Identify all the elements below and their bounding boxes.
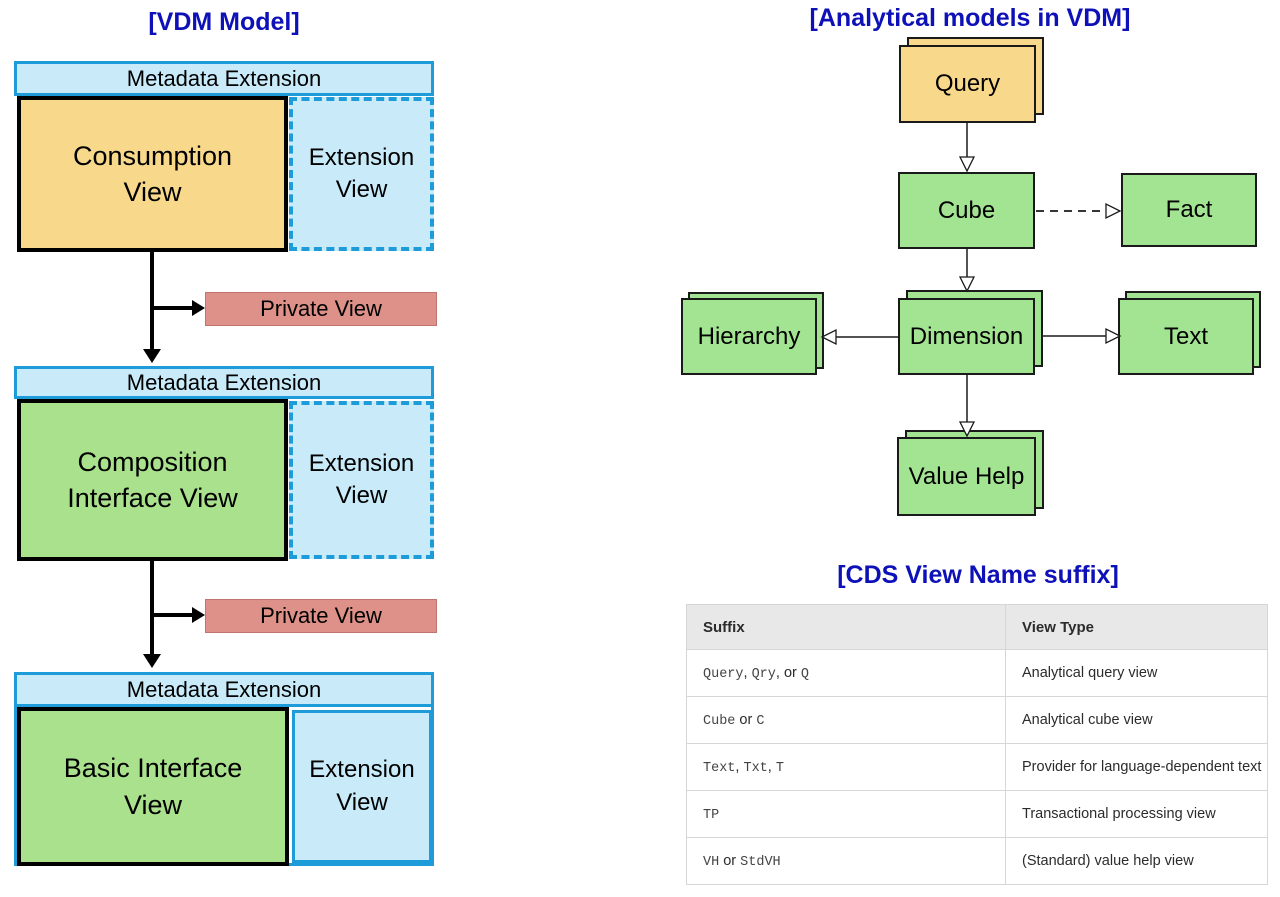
table-row: VH or StdVH(Standard) value help view: [686, 837, 1268, 885]
suffix-code-text: Q: [800, 666, 809, 682]
view-type-cell: (Standard) value help view: [1005, 837, 1268, 885]
basic-interface-view-box: Basic Interface View: [17, 707, 289, 866]
suffix-code-text: Cube: [703, 713, 736, 729]
metadata-extension-bar-2: Metadata Extension: [14, 366, 434, 399]
dimension-card: Dimension: [898, 298, 1035, 375]
connector-dimension-value-help: [958, 375, 976, 438]
cube-card: Cube: [898, 172, 1035, 249]
suffix-code-text: Txt: [743, 760, 768, 776]
connector-query-cube: [958, 123, 976, 173]
suffix-code-text: Query: [703, 666, 744, 682]
branch-line-1: [152, 306, 192, 310]
suffix-plain-text: ,: [743, 664, 752, 681]
metadata-extension-bar-3: Metadata Extension: [14, 672, 434, 707]
suffix-code-text: VH: [703, 854, 720, 870]
analytical-models-title: [Analytical models in VDM]: [809, 4, 1131, 32]
arrow-right-head-1: [192, 300, 205, 316]
extension-view-box-3: Extension View: [292, 710, 432, 863]
suffix-plain-text: ,: [767, 758, 776, 775]
suffix-plain-text: or: [735, 711, 757, 728]
arrow-right-head-2: [192, 607, 205, 623]
branch-line-2: [152, 613, 192, 617]
composition-interface-view-box: Composition Interface View: [17, 399, 288, 561]
text-card: Text: [1118, 298, 1254, 375]
hierarchy-card: Hierarchy: [681, 298, 817, 375]
column-header-suffix: Suffix: [686, 604, 1006, 650]
view-type-cell: Analytical query view: [1005, 649, 1268, 697]
arrow-line-1: [150, 252, 154, 349]
connector-dimension-text: [1043, 327, 1122, 345]
suffix-cell: Query, Qry, or Q: [686, 649, 1006, 697]
view-type-cell: Analytical cube view: [1005, 696, 1268, 744]
column-header-view-type: View Type: [1005, 604, 1268, 650]
extension-view-box-2: Extension View: [289, 401, 434, 559]
suffix-code-text: T: [775, 760, 784, 776]
suffix-cell: TP: [686, 790, 1006, 838]
suffix-plain-text: ,: [735, 758, 744, 775]
suffix-code-text: Qry: [751, 666, 776, 682]
suffix-cell: Text, Txt, T: [686, 743, 1006, 791]
fact-card: Fact: [1121, 173, 1257, 247]
view-type-cell: Transactional processing view: [1005, 790, 1268, 838]
consumption-view-box: Consumption View: [17, 96, 288, 252]
suffix-plain-text: or: [719, 852, 741, 869]
table-header-row: Suffix View Type: [686, 604, 1268, 650]
cds-suffix-title: [CDS View Name suffix]: [837, 561, 1119, 589]
connector-cube-fact: [1036, 202, 1122, 220]
suffix-code-text: TP: [703, 807, 720, 823]
suffix-plain-text: , or: [775, 664, 801, 681]
suffix-code-text: Text: [703, 760, 736, 776]
value-help-card: Value Help: [897, 437, 1036, 516]
arrow-down-head-2: [143, 654, 161, 668]
suffix-cell: VH or StdVH: [686, 837, 1006, 885]
vdm-model-title: [VDM Model]: [148, 8, 300, 36]
view-type-cell: Provider for language-dependent text: [1005, 743, 1268, 791]
query-card: Query: [899, 45, 1036, 123]
connector-dimension-hierarchy: [820, 328, 898, 346]
suffix-code-text: StdVH: [740, 854, 781, 870]
private-view-box-2: Private View: [205, 599, 437, 633]
suffix-cell: Cube or C: [686, 696, 1006, 744]
table-row: TP Transactional processing view: [686, 790, 1268, 838]
extension-view-box-1: Extension View: [289, 97, 434, 251]
private-view-box-1: Private View: [205, 292, 437, 326]
connector-cube-dimension: [958, 249, 976, 293]
suffix-code-text: C: [756, 713, 765, 729]
metadata-extension-bar-1: Metadata Extension: [14, 61, 434, 96]
arrow-down-head-1: [143, 349, 161, 363]
arrow-line-2: [150, 561, 154, 654]
